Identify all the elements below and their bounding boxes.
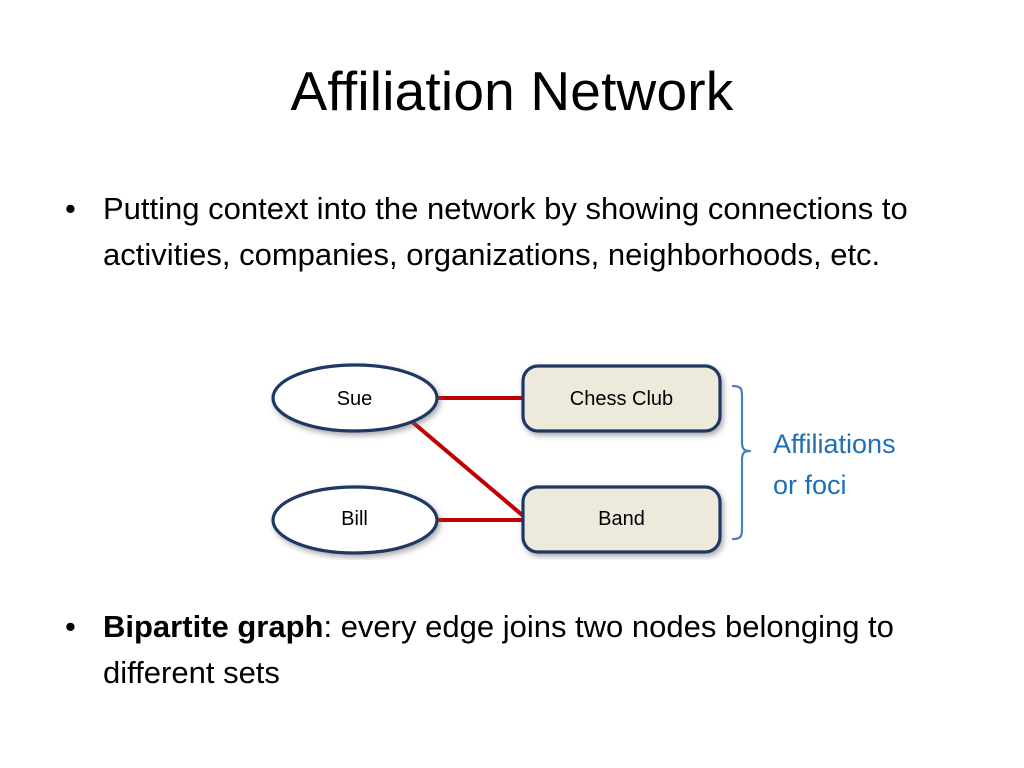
- bullet-marker-icon: •: [65, 609, 76, 644]
- bullet-bipartite-text: Bipartite graph: every edge joins two no…: [103, 609, 894, 690]
- affiliation-network-diagram: Sue Bill Chess Club Band: [250, 350, 970, 560]
- bullet-intro: • Putting context into the network by sh…: [55, 186, 915, 278]
- bullet-row: • Putting context into the network by sh…: [55, 186, 915, 278]
- bullet-intro-text: Putting context into the network by show…: [103, 191, 908, 272]
- bullet-bipartite-definition: : every edge joins two nodes belonging t…: [103, 609, 894, 690]
- bullet-bipartite-term: Bipartite graph: [103, 609, 324, 644]
- bullet-bipartite: • Bipartite graph: every edge joins two …: [55, 604, 915, 696]
- bullet-row: • Bipartite graph: every edge joins two …: [55, 604, 915, 696]
- affiliations-bracket-icon: [731, 384, 752, 541]
- node-band[interactable]: [521, 485, 722, 554]
- affiliations-annotation-label: Affiliations or foci: [773, 429, 896, 500]
- node-chess-club[interactable]: [521, 364, 722, 433]
- page-title: Affiliation Network: [290, 60, 734, 122]
- node-bill[interactable]: [271, 485, 439, 555]
- edge-group: [408, 396, 530, 522]
- bullet-marker-icon: •: [65, 191, 76, 226]
- edge-sue-band: [408, 418, 530, 522]
- node-sue[interactable]: [271, 363, 439, 433]
- diagram-svg: [271, 363, 752, 555]
